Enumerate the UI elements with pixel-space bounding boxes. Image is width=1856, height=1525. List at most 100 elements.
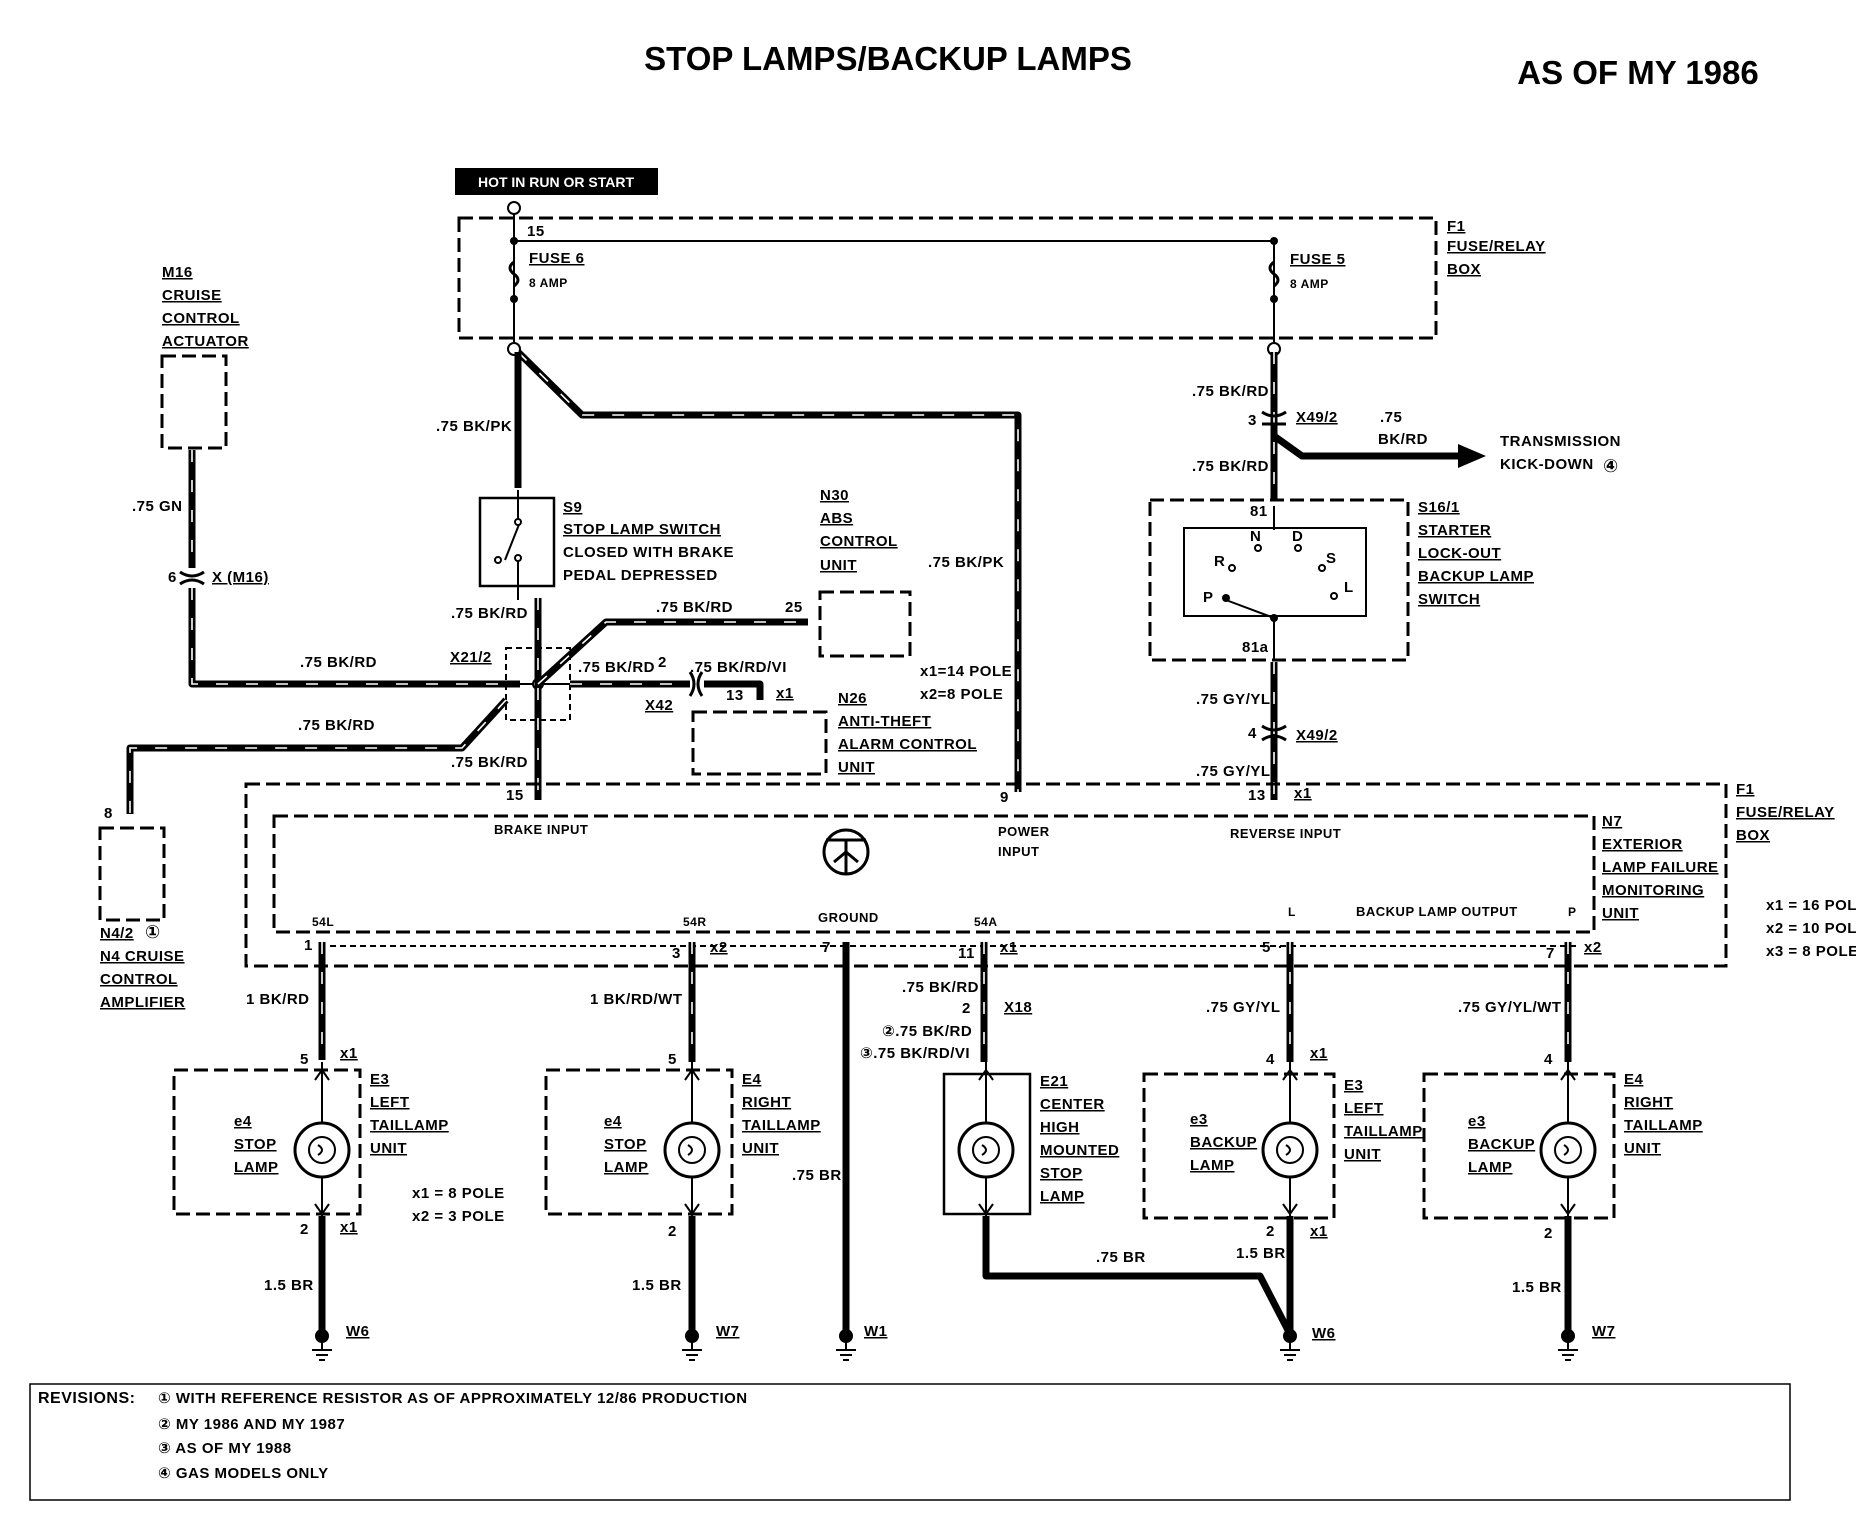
pin-13-conn: x1 [1294, 785, 1312, 802]
wire-label-bkrd-r2: .75 BK/RD [1192, 458, 1269, 475]
fuse-relay-box-mid [244, 782, 1728, 968]
wire-label-bkrd-4: .75 BK/RD [578, 659, 655, 676]
lamp1-line2: TAILLAMP [742, 1117, 821, 1134]
wire-label-rev2: ②.75 BK/RD [882, 1023, 972, 1040]
conn-x42-pin: 2 [658, 654, 667, 671]
fuse-relay-box-top [457, 216, 1438, 340]
n26-line1: ANTI-THEFT [838, 713, 931, 730]
lamp1-bulb1: STOP [604, 1136, 647, 1153]
n4-id: N4/2 [100, 925, 134, 942]
pole-note-mid-2: x2=8 POLE [920, 686, 1003, 703]
conn-x49-bot: X49/2 [1296, 727, 1338, 744]
s16-line3: BACKUP LAMP [1418, 568, 1534, 585]
lamp-bulb-icon [663, 1062, 721, 1222]
lamp3-line3: UNIT [1344, 1146, 1381, 1163]
fuse-box-top-line1: FUSE/RELAY [1447, 238, 1546, 255]
n4-line2: CONTROL [100, 971, 178, 988]
lamp4-bulb1: BACKUP [1468, 1136, 1535, 1153]
lamp4-bulb-id: e3 [1468, 1113, 1486, 1130]
lamp3-line2: TAILLAMP [1344, 1123, 1423, 1140]
n4-pin: 8 [104, 805, 113, 822]
fuse5-name: FUSE 5 [1290, 251, 1346, 268]
conn-x49-top: X49/2 [1296, 409, 1338, 426]
wire-bkrdvi [704, 680, 764, 700]
lamp1-bulb-id: e4 [604, 1113, 622, 1130]
pin-7: 7 [822, 939, 831, 956]
conn-x49-bot-pin: 4 [1248, 725, 1257, 742]
revisions-box [29, 1383, 1791, 1501]
n7-backup-output: BACKUP LAMP OUTPUT [1356, 904, 1518, 919]
fuse-box-top-id: F1 [1447, 218, 1466, 235]
lamp0-bulb2: LAMP [234, 1159, 279, 1176]
n7-pin-p: P [1568, 905, 1577, 919]
n7-id: N7 [1602, 813, 1622, 830]
n7-ground-label: GROUND [818, 910, 879, 925]
wire-label-gyyl-2: .75 GY/YL [1196, 763, 1271, 780]
n30-id: N30 [820, 487, 849, 504]
pole-note-mid-1: x1=14 POLE [920, 663, 1012, 680]
n7-pin-54r: 54R [683, 915, 707, 929]
lamp4-pin-bot: 2 [1544, 1225, 1553, 1242]
lamp0-line1: LEFT [370, 1094, 410, 1111]
fuse-box-mid-line2: BOX [1736, 827, 1770, 844]
n26-line2: ALARM CONTROL [838, 736, 977, 753]
revision-item-2: ② MY 1986 AND MY 1987 [158, 1416, 345, 1433]
n7-pin-54a: 54A [974, 915, 998, 929]
wire-label-bkrd-1: .75 BK/RD [451, 605, 528, 622]
m16-line2: CONTROL [162, 310, 240, 327]
wire-label-bkrd-5: .75 BK/RD [298, 717, 375, 734]
lamp0-pin-bot-conn: x1 [340, 1219, 358, 1236]
ground-icon [836, 1329, 856, 1361]
wire-label-1bkrdwt: 1 BK/RD/WT [590, 991, 683, 1008]
s9-line3: PEDAL DEPRESSED [563, 567, 718, 584]
m16-line1: CRUISE [162, 287, 222, 304]
lamp2-line1: CENTER [1040, 1096, 1105, 1113]
pin-11-conn: x1 [1000, 939, 1018, 956]
n26-conn: x1 [776, 685, 794, 702]
lamp3-bulb1: BACKUP [1190, 1134, 1257, 1151]
fuse-box-top-line2: BOX [1447, 261, 1481, 278]
lamp0-pin-top: 5 [300, 1051, 309, 1068]
n26-anti-theft-unit [691, 710, 828, 776]
pin-7r: 7 [1546, 945, 1555, 962]
lamp1-pin-bot: 2 [668, 1223, 677, 1240]
n7-power-input-1: POWER [998, 824, 1050, 839]
ground-label-1: W7 [716, 1323, 740, 1340]
m16-line3: ACTUATOR [162, 333, 249, 350]
lamp-bulb-icon [1539, 1062, 1597, 1222]
n4-line1: N4 CRUISE [100, 948, 185, 965]
wire-label-br15-a: 1.5 BR [264, 1277, 314, 1294]
lamp4-bulb2: LAMP [1468, 1159, 1513, 1176]
transmission-line2: KICK-DOWN [1500, 456, 1594, 473]
s16-line2: LOCK-OUT [1418, 545, 1501, 562]
ground-icon [682, 1329, 702, 1361]
conn-x18: X18 [1004, 999, 1032, 1016]
pole-note-right-2: x2 = 10 POLE [1766, 920, 1856, 937]
pole-note-left-1: x1 = 8 POLE [412, 1185, 505, 1202]
wire-label-br15-d: 1.5 BR [1512, 1279, 1562, 1296]
lamp3-pin-bot: 2 [1266, 1223, 1275, 1240]
ground-icon [1280, 1329, 1300, 1361]
as-of-label: AS OF MY 1986 [1517, 54, 1759, 91]
fuse6-name: FUSE 6 [529, 250, 585, 267]
lamp3-pin-top: 4 [1266, 1051, 1275, 1068]
pin-7r-conn: x2 [1584, 939, 1602, 956]
n4-cruise-amplifier [98, 826, 166, 922]
pin-9: 9 [1000, 789, 1009, 806]
fuse5-rating: 8 AMP [1290, 277, 1329, 291]
s16-pos-l: L [1344, 579, 1354, 596]
lamp-bulb-icon [1261, 1062, 1319, 1222]
pin-13: 13 [1248, 787, 1266, 804]
s16-pos-d: D [1292, 528, 1303, 545]
n30-abs-unit [818, 590, 912, 658]
s16-id: S16/1 [1418, 499, 1460, 516]
s16-line1: STARTER [1418, 522, 1491, 539]
lamp2-line2: HIGH [1040, 1119, 1080, 1136]
transmission-line1: TRANSMISSION [1500, 433, 1621, 450]
s16-pos-s: S [1326, 550, 1337, 567]
pin-3: 3 [672, 945, 681, 962]
n26-id: N26 [838, 690, 867, 707]
fuse5-symbol [1268, 260, 1280, 288]
